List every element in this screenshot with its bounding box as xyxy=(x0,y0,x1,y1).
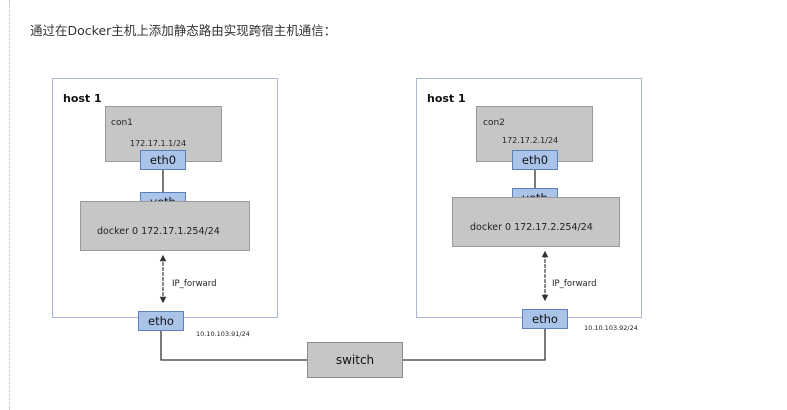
host-b-bridge-label: docker 0 172.17.2.254/24 xyxy=(470,222,593,233)
host-a-eth0: eth0 xyxy=(140,150,186,170)
host-b-ip: 10.10.103.92/24 xyxy=(584,324,638,332)
host-a-ip: 10.10.103.91/24 xyxy=(196,330,250,338)
page-heading: 通过在Docker主机上添加静态路由实现跨宿主机通信： xyxy=(30,23,337,38)
host-a-etho: etho xyxy=(138,311,184,331)
host-b-eth0: eth0 xyxy=(512,150,558,170)
host-b-ip-forward: IP_forward xyxy=(552,279,597,289)
host-b-container-ip: 172.17.2.1/24 xyxy=(502,136,559,145)
host-b-etho: etho xyxy=(522,309,568,329)
host-a-ip-forward: IP_forward xyxy=(172,279,217,289)
host-a-docker-bridge xyxy=(80,201,250,251)
host-b-docker-bridge xyxy=(452,197,620,247)
host-a-container-name: con1 xyxy=(111,118,133,128)
host-a-label: host 1 xyxy=(63,92,102,105)
host-a-bridge-label: docker 0 172.17.1.254/24 xyxy=(97,226,220,237)
host-a-container-ip: 172.17.1.1/24 xyxy=(130,139,187,148)
host-b-switch-link xyxy=(403,329,546,361)
host-b-container-name: con2 xyxy=(483,118,505,128)
switch-box: switch xyxy=(307,342,403,378)
page-left-rule xyxy=(9,0,10,410)
host-b-label: host 1 xyxy=(427,92,466,105)
host-a-switch-link xyxy=(160,331,307,361)
